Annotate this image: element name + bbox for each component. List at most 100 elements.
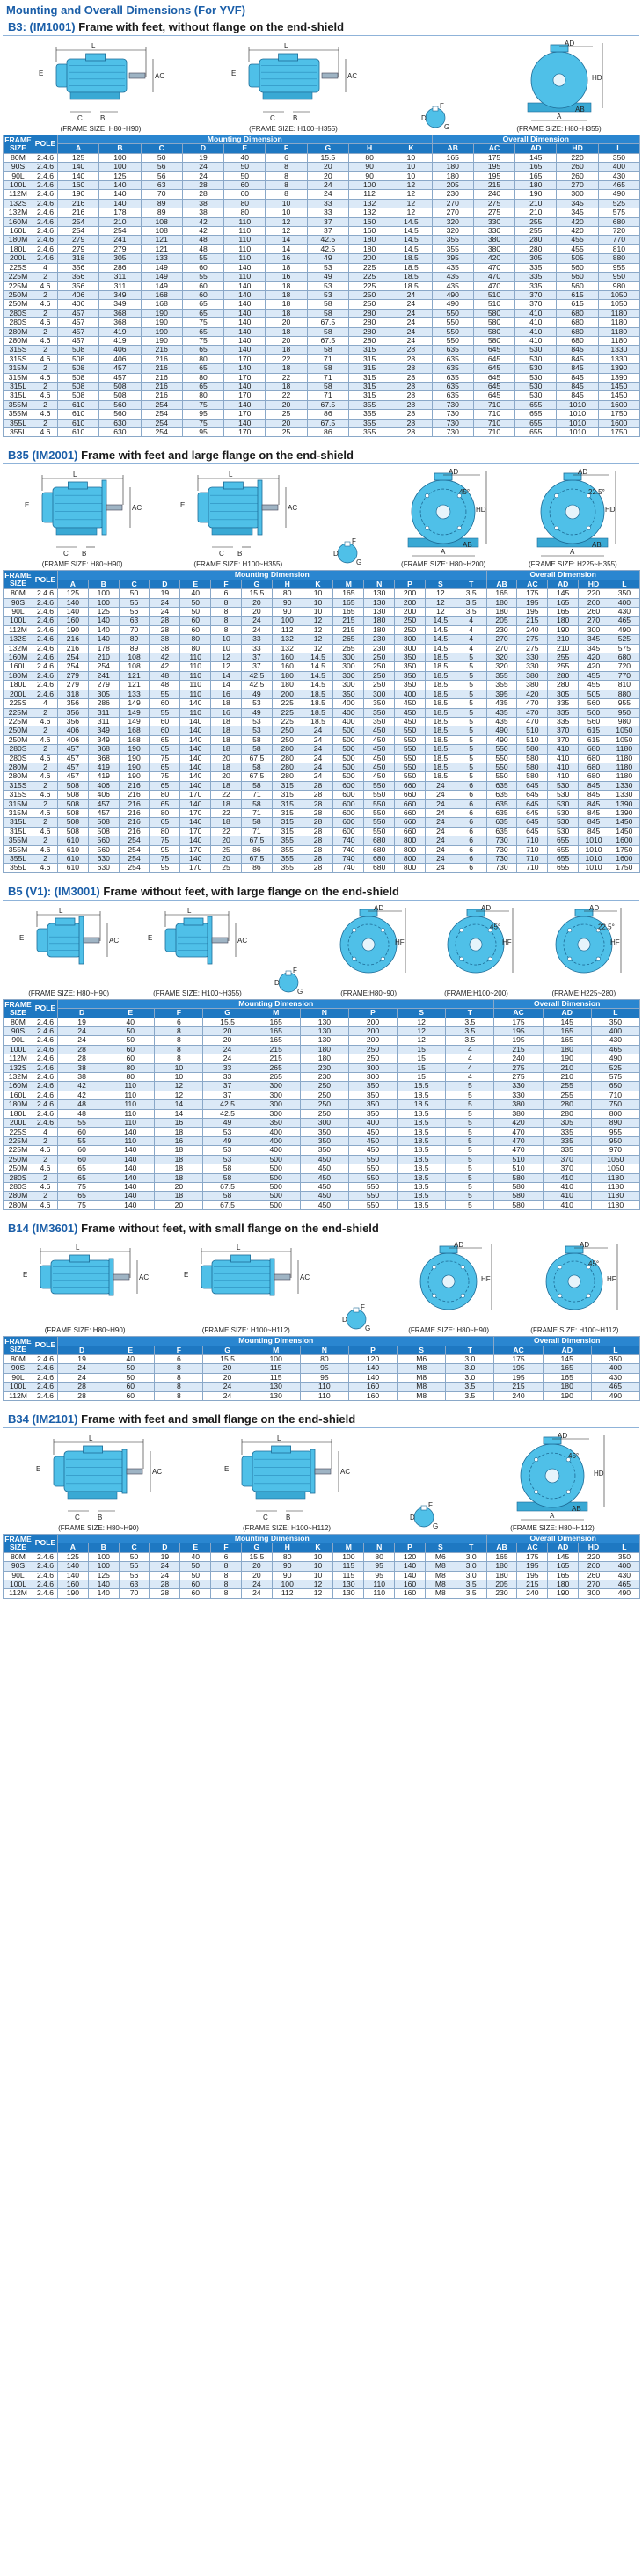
cell-value: 350 [332,689,365,700]
cell-value: 60 [179,616,212,626]
cell-pole: 2 [33,853,58,865]
cell-value: 530 [514,354,558,365]
cell-value: 368 [98,317,142,328]
cell-value: 370 [542,1154,592,1165]
column-header: D [56,1008,107,1018]
cell-value: 58 [240,762,273,773]
column-header: AD [547,579,580,590]
cell-value: 470 [493,1135,544,1147]
cell-value: 75 [181,335,225,347]
cell-value: 18.5 [302,698,334,709]
column-header: H [347,143,391,154]
cell-value: 8 [210,1580,242,1590]
dim-label-AC: AC [288,504,297,512]
column-header: AC [472,143,516,154]
cell-value: 55 [149,689,181,700]
cell-value: 400 [608,597,640,609]
cell-value: 89 [140,198,183,209]
cell-value: 530 [514,381,558,392]
cell-value: 1750 [608,863,640,873]
dim-label-AC: AC [155,72,164,80]
cell-value: 50 [179,1561,212,1572]
cell-value: 86 [306,427,349,438]
dim-label-G: G [365,1324,370,1332]
column-header: S [424,1543,456,1553]
cell-value: 130 [251,1390,301,1402]
cell-value: 550 [347,1191,398,1201]
drawing-caption: (FRAME SIZE: H80~H90) [60,125,142,133]
cell-value: 58 [306,381,349,392]
cell-value: 18.5 [390,272,433,282]
cell-frame-size: 90S [3,1561,33,1572]
cell-value: 650 [590,1081,640,1091]
cell-value: 140 [223,345,266,355]
cell-value: 355 [485,670,518,682]
cell-value: 14 [265,235,308,245]
column-header: A [57,1543,89,1553]
cell-value: 275 [516,634,549,645]
bolt-hole [567,956,573,961]
cell-frame-size: 160M [3,1081,33,1091]
header-group-mounting: Mounting Dimension [57,134,433,145]
cell-value: 600 [332,826,365,837]
cell-value: 615 [556,289,599,301]
cell-value: 550 [394,744,426,755]
cell-value: 1050 [590,1164,640,1174]
drawing-caption: (FRAME SIZE: H225~H355) [528,560,617,569]
cell-value: 190 [57,1588,89,1599]
dim-label-AC: AC [237,937,247,945]
cell-pole: 4.6 [33,354,58,365]
cell-pole: 2.4.6 [33,1382,58,1392]
cell-value: 455 [578,680,609,690]
cell-frame-size: 355L [3,863,33,873]
cell-value: 140 [179,734,212,746]
cell-value: 28 [56,1390,107,1402]
motor-frame [50,1259,111,1295]
cell-value: 95 [299,1363,349,1374]
cell-value: 5 [455,670,487,682]
flange-bolt-circle [563,923,605,966]
cell-value: 140 [223,299,266,310]
cell-frame-size: 112M [3,189,33,200]
bolt-hole [534,1489,539,1494]
cell-value: 40 [179,588,212,599]
flange-bolt-circle [529,1452,576,1500]
cell-value: 86 [240,863,273,873]
column-header: T [445,1345,495,1355]
cell-value: 37 [306,226,349,237]
cell-value: 14 [210,670,242,682]
cell-frame-size: 90L [3,1035,33,1046]
cell-value: 24 [202,1054,252,1064]
cell-value: 280 [271,762,303,773]
column-header: D [149,579,181,590]
cell-value: 28 [390,345,433,355]
cell-value: 950 [597,272,641,282]
cell-value: 435 [431,281,474,291]
cell-value: 1010 [578,863,609,873]
cell-value: 3.0 [445,1354,495,1365]
cell-value: 140 [394,1570,426,1581]
cell-value: 720 [597,226,641,237]
cell-value: 660 [394,780,426,792]
dim-label-L: L [229,471,233,478]
cell-value: 110 [106,1099,156,1110]
cell-value: 28 [390,418,433,429]
drawing-caption: (FRAME SIZE: H100~H355) [193,560,283,569]
cell-value: 457 [87,807,120,819]
header-group-overall: Overall Dimension [485,570,640,580]
section-b3: B3: (IM1001) Frame with feet, without fl… [3,18,641,438]
cell-value: 356 [56,262,100,274]
cell-value: 24 [390,335,433,347]
cell-pole: 4.6 [33,807,58,819]
cell-value: 28 [302,817,334,828]
cell-value: 355 [271,836,303,846]
cell-value: 510 [493,1164,544,1174]
